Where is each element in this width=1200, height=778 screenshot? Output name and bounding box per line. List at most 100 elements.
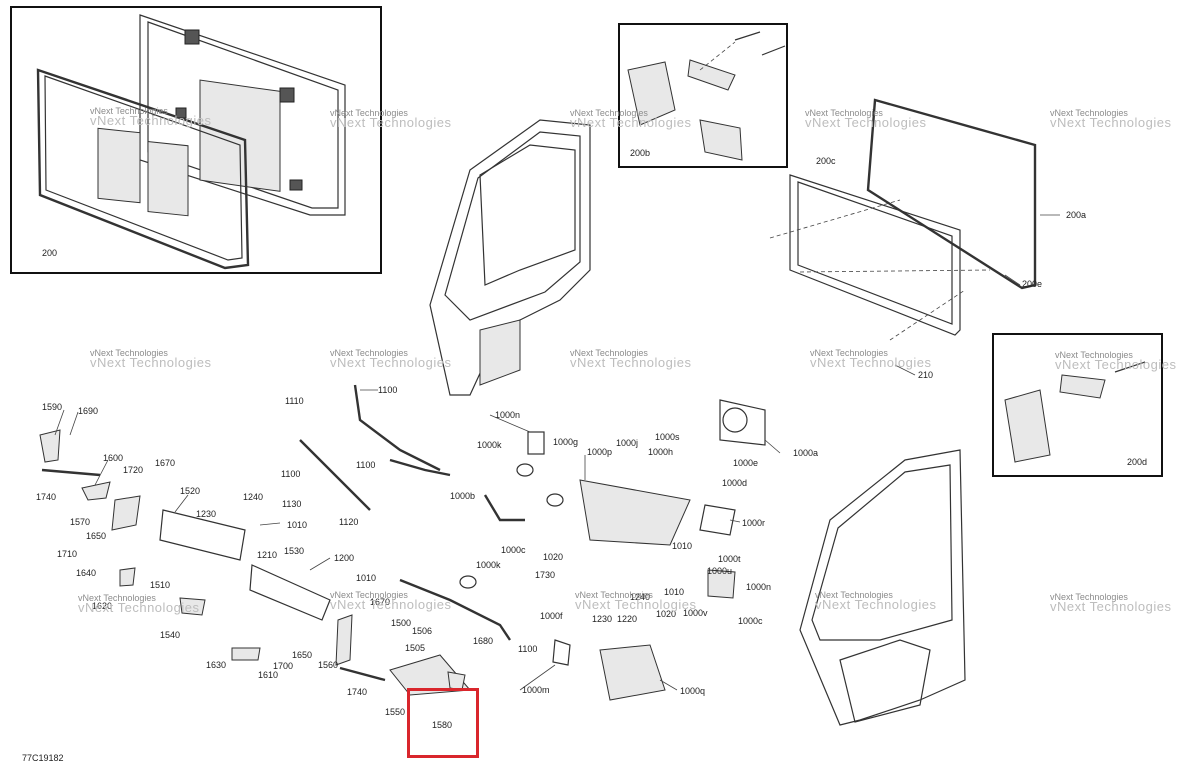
inset-box-200b	[618, 23, 788, 168]
callout-label[interactable]: 1530	[284, 546, 305, 556]
callout-label[interactable]: 1000k	[477, 440, 502, 450]
upper-door-art	[429, 119, 591, 396]
callout-label[interactable]: 1100	[518, 644, 538, 654]
callout-label[interactable]: 1600	[103, 453, 124, 463]
callout-label[interactable]: 1000v	[683, 608, 708, 618]
callout-label[interactable]: 1560	[318, 660, 339, 670]
callout-label[interactable]: 1506	[412, 626, 433, 636]
callout-label[interactable]: 1520	[180, 486, 201, 496]
callout-label[interactable]: 1000s	[655, 432, 680, 442]
callout-label[interactable]: 1505	[405, 643, 426, 653]
callout-label[interactable]: 1120	[339, 517, 359, 527]
inset-200b-art	[627, 31, 786, 161]
callout-label[interactable]: 1000j	[616, 438, 639, 448]
callout-label[interactable]: 1100	[356, 460, 376, 470]
callout-label[interactable]: 1000g	[553, 437, 579, 447]
callout-label[interactable]: 1650	[292, 650, 313, 660]
callout-label[interactable]: 1000c	[501, 545, 526, 555]
callout-label[interactable]: 1200	[334, 553, 355, 563]
callout-label[interactable]: 1620	[92, 601, 113, 611]
callout-label[interactable]: 1020	[543, 552, 564, 562]
callout-label[interactable]: 1000u	[707, 566, 733, 576]
callout-label[interactable]: 1680	[473, 636, 494, 646]
callout-label[interactable]: 1590	[42, 402, 63, 412]
rear-window-art	[769, 98, 1037, 341]
lower-door-art	[799, 449, 966, 726]
diagram-code: 77C19182	[22, 753, 64, 763]
callout-label[interactable]: 1000k	[476, 560, 501, 570]
callout-label[interactable]: 1540	[160, 630, 181, 640]
inset-label-200b: 200b	[630, 148, 651, 158]
callout-label[interactable]: 1690	[78, 406, 99, 416]
callout-label[interactable]: 1000r	[742, 518, 766, 528]
callout-label[interactable]: 1010	[356, 573, 377, 583]
inset-label-200: 200	[42, 248, 58, 258]
callout-label[interactable]: 1610	[258, 670, 279, 680]
callout-label[interactable]: 1000q	[680, 686, 706, 696]
callout-label[interactable]: 1240	[243, 492, 264, 502]
callout-label[interactable]: 1240	[630, 592, 651, 602]
callout-label[interactable]: 1670	[370, 597, 391, 607]
inset-box-200d	[992, 333, 1163, 477]
callout-label[interactable]: 1730	[535, 570, 556, 580]
left-parts-art	[39, 429, 472, 696]
callout-label[interactable]: 1000d	[722, 478, 748, 488]
callout-label[interactable]: 1000e	[733, 458, 759, 468]
callout-label[interactable]: 1000n	[495, 410, 521, 420]
callout-label[interactable]: 200e	[1022, 279, 1043, 289]
callout-label[interactable]: 1000t	[718, 554, 741, 564]
callout-label[interactable]: 1130	[282, 499, 302, 509]
callout-label[interactable]: 1740	[36, 492, 57, 502]
callout-label[interactable]: 1010	[664, 587, 685, 597]
callout-label[interactable]: 1670	[155, 458, 176, 468]
callout-label[interactable]: 1510	[150, 580, 171, 590]
inset-200-art	[36, 14, 346, 270]
callout-label callout-selected[interactable]: 1580	[432, 720, 453, 730]
callout-label[interactable]: 1020	[656, 609, 677, 619]
callout-label[interactable]: 200a	[1066, 210, 1087, 220]
callout-label[interactable]: 1000n	[746, 582, 772, 592]
callout-label[interactable]: 1000f	[540, 611, 563, 621]
callout-label[interactable]: 1740	[347, 687, 368, 697]
callout-label[interactable]: 1010	[287, 520, 308, 530]
callout-label[interactable]: 1570	[70, 517, 91, 527]
callout-label[interactable]: 1500	[391, 618, 412, 628]
callout-label[interactable]: 1210	[257, 550, 278, 560]
callout-label[interactable]: 1100	[378, 385, 398, 395]
callout-label[interactable]: 1010	[672, 541, 693, 551]
callout-label[interactable]: 1550	[385, 707, 406, 717]
callout-label[interactable]: 1700	[273, 661, 294, 671]
callout-label[interactable]: 1000m	[522, 685, 550, 695]
callout-label[interactable]: 1000a	[793, 448, 819, 458]
callout-label[interactable]: 1230	[592, 614, 613, 624]
callout-label[interactable]: 1650	[86, 531, 107, 541]
leader-lines	[54, 214, 1060, 691]
callout-label[interactable]: 1710	[57, 549, 78, 559]
callout-label[interactable]: 1220	[617, 614, 638, 624]
callout-label[interactable]: 1640	[76, 568, 97, 578]
callout-label[interactable]: 200c	[816, 156, 836, 166]
callout-label[interactable]: 1000h	[648, 447, 674, 457]
callout-label[interactable]: 1630	[206, 660, 227, 670]
callout-label[interactable]: 1000b	[450, 491, 476, 501]
callout-label[interactable]: 210	[918, 370, 934, 380]
callout-label[interactable]: 1000p	[587, 447, 613, 457]
callout-label[interactable]: 1110	[285, 396, 304, 406]
callout-label[interactable]: 1230	[196, 509, 217, 519]
callout-label[interactable]: 1100	[281, 469, 301, 479]
callout-label[interactable]: 1000c	[738, 616, 763, 626]
callout-label[interactable]: 1720	[123, 465, 144, 475]
selected-part-highlight[interactable]	[407, 688, 479, 758]
